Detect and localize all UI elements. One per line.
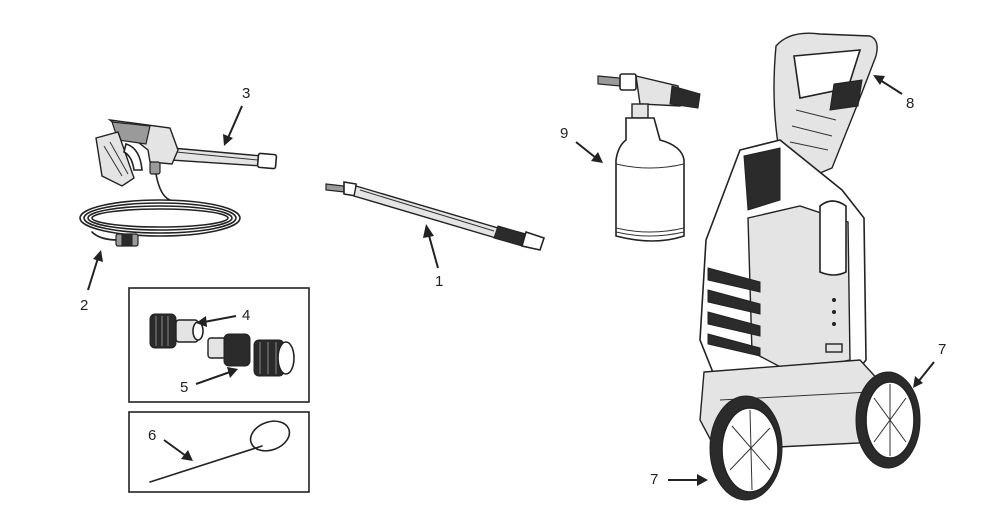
adapter-fitting-part <box>149 313 204 349</box>
arrow-5 <box>195 367 238 385</box>
wheel-front-part <box>709 395 783 501</box>
callout-3: 3 <box>242 85 251 102</box>
callout-6: 6 <box>148 427 157 444</box>
detergent-bottle-part <box>597 73 701 242</box>
callout-5: 5 <box>180 379 189 396</box>
hose-part <box>79 173 241 247</box>
arrow-8 <box>873 75 903 95</box>
callout-2: 2 <box>80 297 89 314</box>
arrow-2 <box>87 250 103 291</box>
pressure-washer-unit <box>699 32 921 501</box>
wheel-rear-part <box>855 371 921 469</box>
callout-8: 8 <box>906 95 915 112</box>
arrow-6 <box>163 439 193 461</box>
needle-box <box>128 411 310 493</box>
spray-gun-part <box>95 118 278 187</box>
arrow-4 <box>196 315 237 327</box>
callout-7-front: 7 <box>650 471 659 488</box>
callout-4: 4 <box>242 307 251 324</box>
adapter-box <box>128 287 310 403</box>
wand-part <box>325 181 546 251</box>
callout-9: 9 <box>560 125 569 142</box>
arrow-7-rear <box>913 361 935 388</box>
callout-7-rear: 7 <box>938 341 947 358</box>
cleaning-needle-part <box>149 420 291 483</box>
arrow-7-front <box>668 474 708 486</box>
arrow-9 <box>575 141 603 163</box>
arrow-1 <box>423 224 439 269</box>
callout-1: 1 <box>435 273 444 290</box>
arrow-3 <box>223 105 243 146</box>
quick-connect-part <box>207 333 295 377</box>
